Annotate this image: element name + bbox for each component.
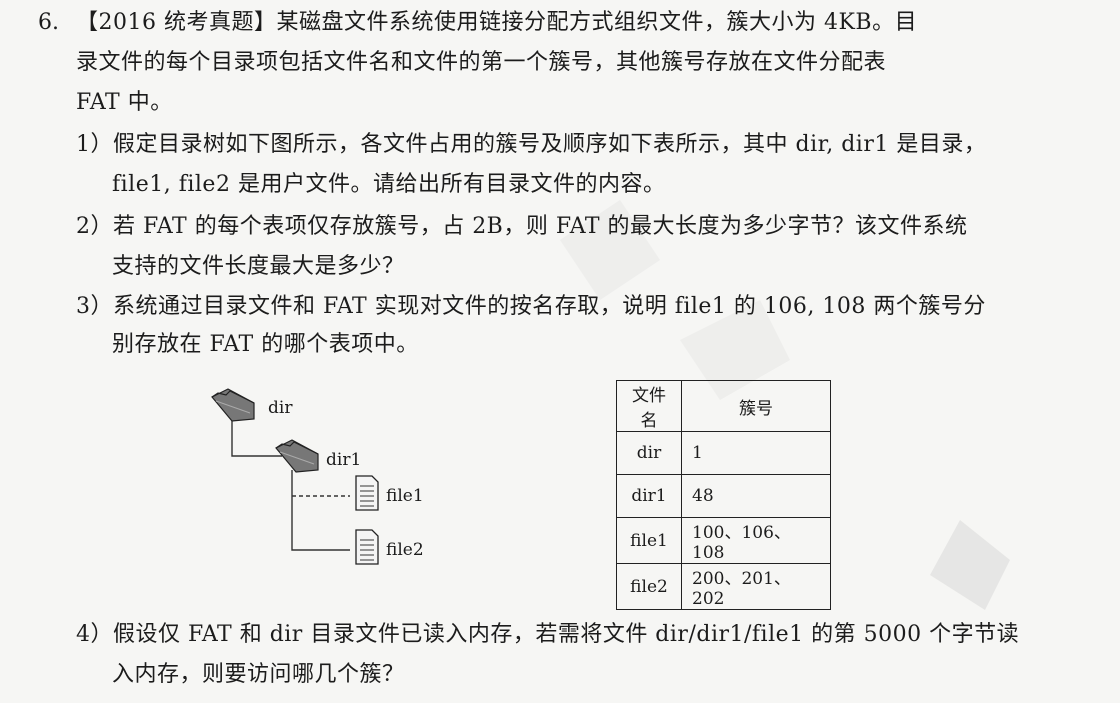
table-cell-name: file1: [616, 517, 682, 564]
question-intro-line-2: 录文件的每个目录项包括文件名和文件的第一个簇号，其他簇号存放在文件分配表: [76, 50, 887, 75]
table-cell-clusters: 48: [681, 474, 831, 518]
table-header-clusters: 簇号: [681, 380, 831, 432]
tree-label-file2: file2: [386, 540, 424, 560]
table-header-filename: 文件名: [616, 380, 682, 432]
folder-icon: [275, 439, 319, 473]
question-number: 6.: [38, 10, 59, 35]
table-row: file1 100、106、108: [616, 517, 831, 564]
table-cell-clusters: 200、201、202: [681, 563, 831, 610]
table-cell-name: dir: [616, 431, 682, 475]
tree-label-dir: dir: [268, 398, 293, 418]
cluster-table: 文件名 簇号 dir 1 dir1 48 file1 100、106、108 f…: [616, 380, 831, 610]
directory-tree-figure: dir dir1 file1 file2: [200, 378, 460, 588]
tree-label-dir1: dir1: [326, 450, 362, 470]
table-row: dir 1: [616, 431, 831, 475]
subquestion-3-line-2: 别存放在 FAT 的哪个表项中。: [112, 332, 419, 357]
subquestion-2-line-2: 支持的文件长度最大是多少？: [112, 254, 405, 279]
subquestion-4-line-1: 4）假设仅 FAT 和 dir 目录文件已读入内存，若需将文件 dir/dir1…: [76, 622, 1020, 647]
question-intro-line-3: FAT 中。: [76, 90, 173, 115]
document-icon: [355, 475, 379, 511]
subquestion-4-line-2: 入内存，则要访问哪几个簇？: [112, 662, 405, 687]
table-cell-clusters: 1: [681, 431, 831, 475]
table-cell-name: file2: [616, 563, 682, 610]
table-cell-name: dir1: [616, 474, 682, 518]
question-intro-line-1: 【2016 统考真题】某磁盘文件系统使用链接分配方式组织文件，簇大小为 4KB。…: [76, 10, 918, 35]
subquestion-1-line-2: file1, file2 是用户文件。请给出所有目录文件的内容。: [112, 172, 666, 197]
table-cell-clusters: 100、106、108: [681, 517, 831, 564]
subquestion-3-line-1: 3）系统通过目录文件和 FAT 实现对文件的按名存取，说明 file1 的 10…: [76, 294, 986, 319]
tree-label-file1: file1: [386, 486, 424, 506]
table-row: file2 200、201、202: [616, 563, 831, 610]
table-row: dir1 48: [616, 474, 831, 518]
document-icon: [355, 529, 379, 565]
tree-lines: [231, 416, 350, 551]
table-header-row: 文件名 簇号: [616, 380, 831, 432]
subquestion-2-line-1: 2）若 FAT 的每个表项仅存放簇号，占 2B，则 FAT 的最大长度为多少字节…: [76, 214, 968, 239]
subquestion-1-line-1: 1）假定目录树如下图所示，各文件占用的簇号及顺序如下表所示，其中 dir, di…: [76, 132, 987, 157]
folder-icon: [211, 388, 255, 422]
